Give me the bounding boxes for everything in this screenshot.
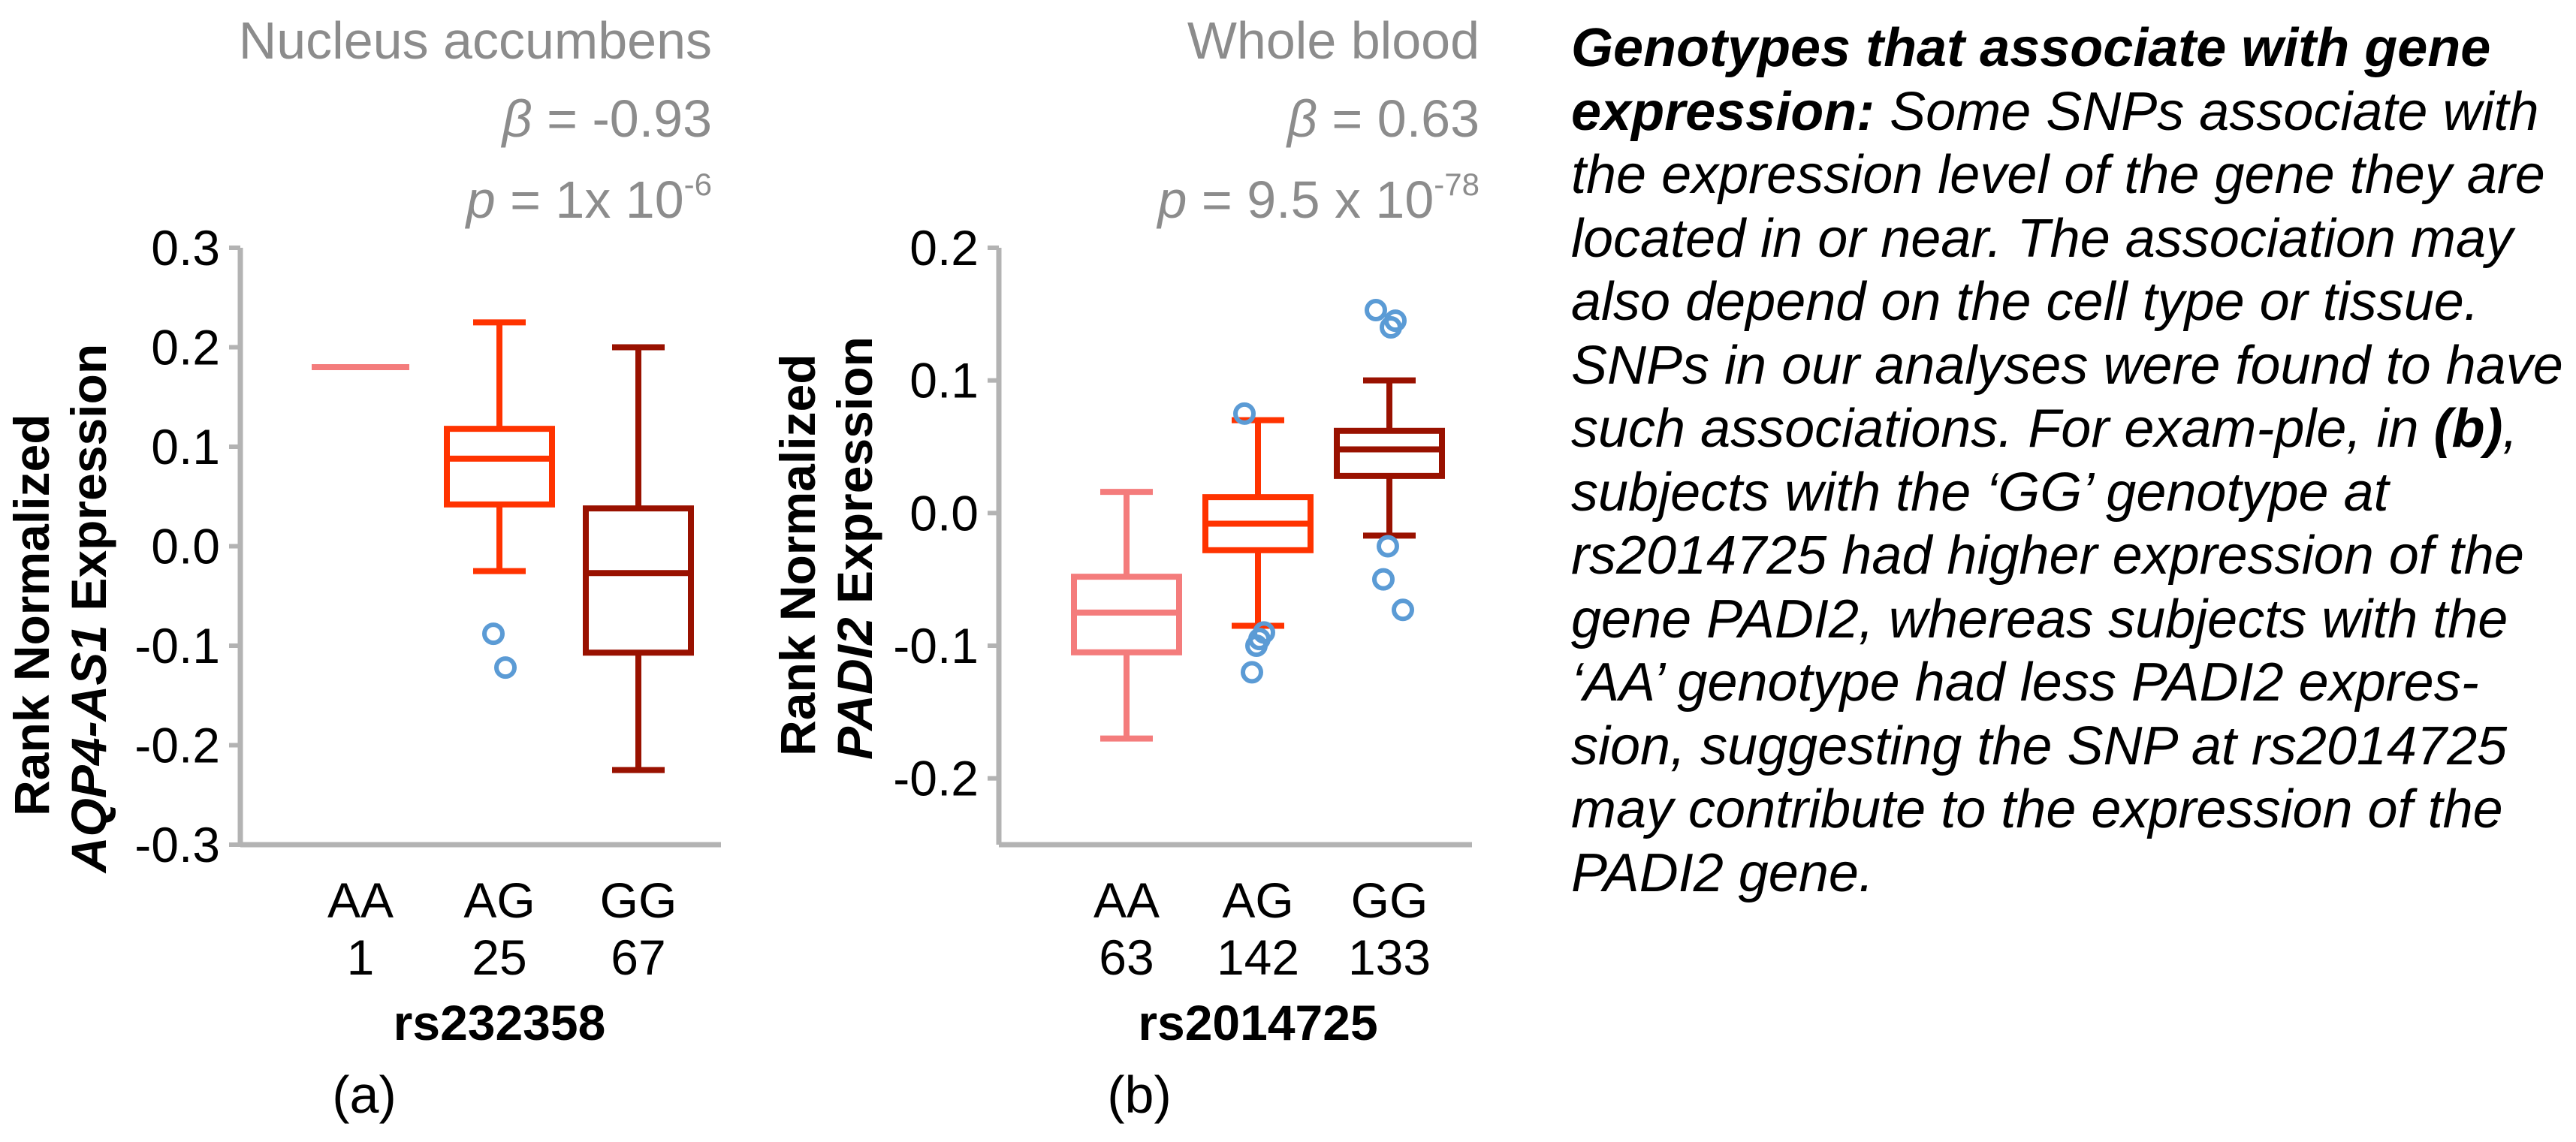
x-count-label: 1 <box>347 930 375 985</box>
panel-b: Whole blood β = 0.63 p = 9.5 x 10-78 Ran… <box>770 11 1480 1124</box>
outlier-point <box>1233 402 1256 425</box>
box-AA <box>1071 489 1182 742</box>
p-annotation: p = 9.5 x 10-78 <box>1157 167 1480 229</box>
y-label-suffix: Expression <box>827 336 882 617</box>
box-AG <box>444 319 555 679</box>
x-count-label: 25 <box>472 930 526 985</box>
y-tick-label: 0.3 <box>151 220 220 276</box>
caption-text-2: , subjects with the ‘GG’ genotype at rs2… <box>1571 399 2524 903</box>
y-axis-label: Rank Normalized PADI2 Expression <box>770 336 882 760</box>
box-AG <box>1202 402 1314 684</box>
outlier-point <box>1365 299 1387 322</box>
y-ticks: 0.3 0.2 0.1 0.0 -0.1 -0.2 -0.3 <box>134 220 721 872</box>
x-category-label: AA <box>327 872 394 928</box>
x-category-label: GG <box>600 872 677 928</box>
y-tick-label: 0.2 <box>151 320 220 375</box>
y-tick-label: -0.1 <box>893 618 979 673</box>
box-GG <box>1334 299 1445 622</box>
iqr-box <box>444 426 555 508</box>
beta-annotation: β = 0.63 <box>1286 89 1480 148</box>
plot-area <box>312 319 694 773</box>
y-axis-label: Rank Normalized AQP4-AS1 Expression <box>4 344 116 874</box>
beta-symbol: β <box>501 89 532 148</box>
y-tick-label: -0.3 <box>134 817 220 872</box>
figure-caption: Genotypes that associate with gene expre… <box>1571 17 2570 905</box>
beta-rest: = -0.93 <box>532 89 712 148</box>
p-exponent: -78 <box>1434 167 1480 202</box>
beta-symbol: β <box>1286 89 1317 148</box>
iqr-box <box>583 505 694 656</box>
beta-rest: = 0.63 <box>1317 89 1480 148</box>
box-GG <box>583 344 694 773</box>
x-category-label: GG <box>1351 872 1428 928</box>
y-label-line2: PADI2 Expression <box>827 336 882 760</box>
outlier-point <box>1392 598 1414 622</box>
y-tick-label: 0.0 <box>151 519 220 574</box>
y-tick-label: -0.1 <box>134 618 220 673</box>
y-tick-label: -0.2 <box>893 751 979 806</box>
x-category-label: AA <box>1093 872 1160 928</box>
x-count-label: 63 <box>1099 930 1154 985</box>
panel-a: Nucleus accumbens β = -0.93 p = 1x 10-6 … <box>4 11 721 1124</box>
outlier-point <box>1372 568 1395 591</box>
caption-panel-ref: (b) <box>2433 399 2503 459</box>
gene-name: PADI2 <box>827 617 882 760</box>
tissue-title: Nucleus accumbens <box>239 11 712 70</box>
outlier-point <box>1380 316 1402 339</box>
y-label-prefix: Rank Normalized <box>770 354 825 755</box>
panel-label: (b) <box>1107 1065 1172 1124</box>
y-label-prefix: Rank Normalized <box>4 414 59 815</box>
x-axis-label: rs2014725 <box>1138 995 1377 1050</box>
p-symbol: p <box>465 170 496 229</box>
gene-name: AQP4-AS1 <box>61 625 116 874</box>
x-count-label: 67 <box>611 930 665 985</box>
caption-text-1: Some SNPs associate with the expression … <box>1571 81 2563 460</box>
beta-annotation: β = -0.93 <box>501 89 712 148</box>
x-axis-label: rs232358 <box>394 995 606 1050</box>
panel-label: (a) <box>332 1065 397 1124</box>
outlier-point <box>494 656 517 679</box>
tissue-title: Whole blood <box>1187 11 1480 70</box>
y-tick-label: 0.1 <box>909 353 979 408</box>
y-tick-label: -0.2 <box>134 718 220 773</box>
y-tick-label: 0.1 <box>151 419 220 475</box>
x-count-label: 142 <box>1217 930 1299 985</box>
outlier-point <box>482 622 505 646</box>
y-tick-label: 0.2 <box>909 220 979 276</box>
x-category-label: AG <box>463 872 535 928</box>
outlier-point <box>1241 661 1263 684</box>
p-rest: = 9.5 x 10 <box>1187 170 1434 229</box>
p-annotation: p = 1x 10-6 <box>465 167 712 229</box>
p-exponent: -6 <box>684 167 712 202</box>
y-label-line2: AQP4-AS1 Expression <box>61 344 116 874</box>
iqr-box <box>1334 427 1445 479</box>
plot-area <box>1071 299 1445 742</box>
p-rest: = 1x 10 <box>496 170 684 229</box>
outlier-point <box>1245 634 1268 657</box>
y-tick-label: 0.0 <box>909 485 979 541</box>
y-label-suffix: Expression <box>61 344 116 625</box>
outlier-point <box>1377 535 1399 558</box>
x-count-label: 133 <box>1348 930 1431 985</box>
x-category-label: AG <box>1222 872 1293 928</box>
caption-lead: Genotypes that associate with gene expre… <box>1571 18 2491 142</box>
p-symbol: p <box>1157 170 1187 229</box>
y-ticks: 0.2 0.1 0.0 -0.1 -0.2 <box>893 220 1472 848</box>
